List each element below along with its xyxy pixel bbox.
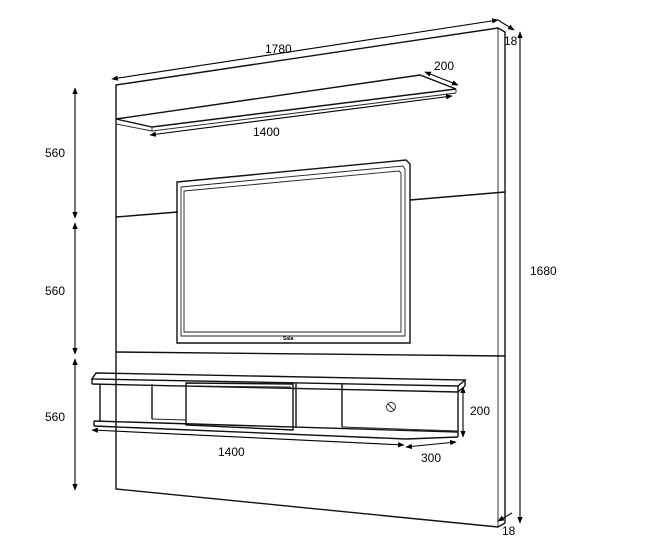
tv-rack — [90, 372, 467, 440]
label-shelf-width: 1400 — [253, 125, 280, 139]
label-panel-width: 1780 — [265, 42, 292, 56]
panel-divider-lines — [115, 191, 506, 357]
label-shelf-depth: 200 — [434, 59, 454, 73]
label-rack-height: 200 — [470, 404, 490, 418]
label-panel-depth-bottom: 18 — [502, 524, 516, 538]
label-rack-depth: 300 — [421, 451, 441, 465]
label-section-top: 560 — [45, 146, 65, 160]
upper-shelf — [115, 74, 457, 132]
label-section-middle: 560 — [45, 284, 65, 298]
label-section-bottom: 560 — [45, 410, 65, 424]
dimension-lines — [72, 18, 523, 524]
dimension-labels: 1780 18 200 1400 560 560 560 1680 200 14… — [45, 34, 557, 538]
back-panel — [115, 27, 506, 528]
tv-screen: Sala — [176, 159, 411, 344]
tv-brand-logo: Sala — [283, 336, 294, 342]
label-rack-width: 1400 — [218, 445, 245, 459]
label-panel-depth-top: 18 — [504, 34, 518, 48]
label-panel-height: 1680 — [530, 264, 557, 278]
